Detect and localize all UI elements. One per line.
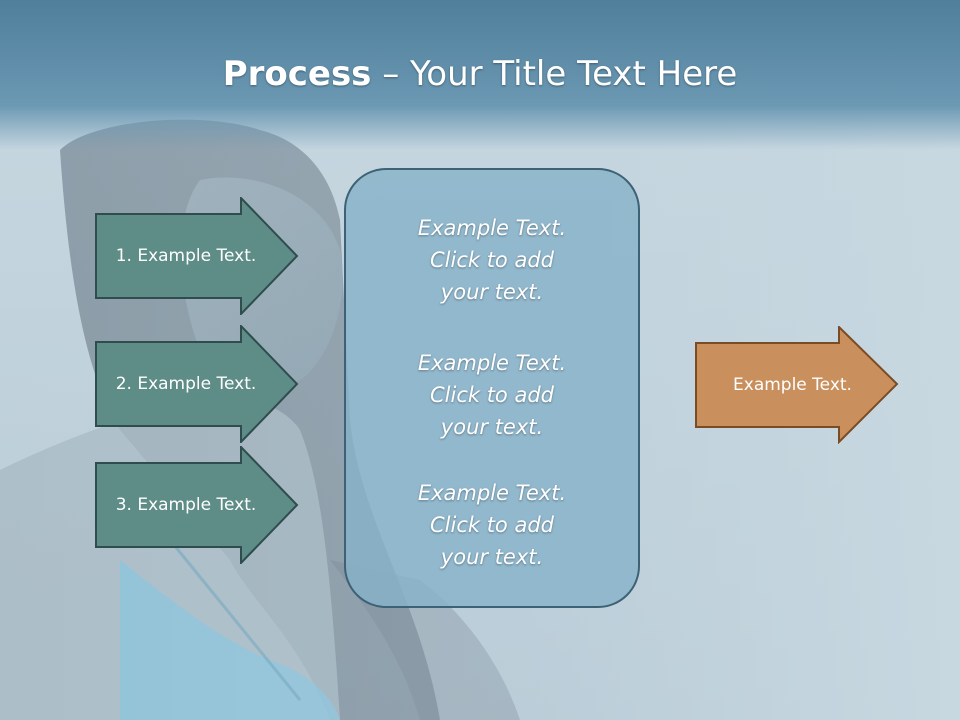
input-arrow-label: 1. Example Text. xyxy=(115,246,257,266)
input-arrow-label: 3. Example Text. xyxy=(115,495,257,515)
slide-title[interactable]: Process – Your Title Text Here xyxy=(0,52,960,96)
title-rest-part: – Your Title Text Here xyxy=(371,54,738,94)
process-text-1[interactable]: Example Text. Click to add your text. xyxy=(417,216,567,304)
input-arrow-2[interactable]: 2. Example Text. xyxy=(95,325,300,443)
process-text-3[interactable]: Example Text. Click to add your text. xyxy=(417,481,567,569)
input-arrow-3[interactable]: 3. Example Text. xyxy=(95,446,300,564)
process-text-2[interactable]: Example Text. Click to add your text. xyxy=(417,351,567,439)
title-band xyxy=(0,0,960,150)
process-box[interactable] xyxy=(344,168,640,608)
output-arrow[interactable]: Example Text. xyxy=(695,326,900,444)
output-arrow-label: Example Text. xyxy=(733,375,852,395)
title-bold-part: Process xyxy=(222,54,372,94)
input-arrow-label: 2. Example Text. xyxy=(115,374,257,394)
input-arrow-1[interactable]: 1. Example Text. xyxy=(95,197,300,315)
